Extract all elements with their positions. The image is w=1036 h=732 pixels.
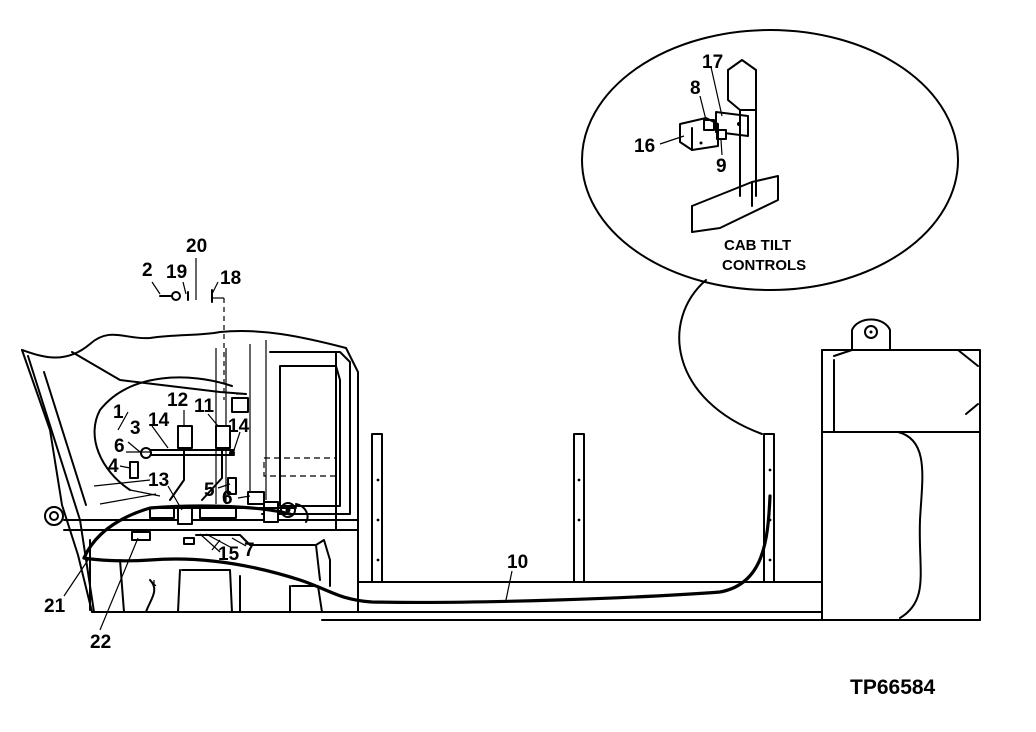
- hardware-group: [151, 258, 225, 400]
- callout-18: 18: [220, 268, 241, 289]
- callout-3: 3: [130, 418, 141, 439]
- detail-cab-tilt-control-assembly: [679, 59, 779, 233]
- callout-14a: 14: [148, 410, 170, 431]
- callout-labels: 1 2 3 4 5 6 6 7 8 9 10 11 12 13 14 14 15…: [44, 52, 727, 653]
- callout-leaders: [63, 410, 513, 631]
- harness-10: [82, 494, 772, 604]
- callout-11: 11: [194, 396, 215, 417]
- callout-2: 2: [142, 260, 153, 281]
- callout-6b: 6: [222, 488, 233, 509]
- callout-10: 10: [507, 552, 528, 573]
- callout-9: 9: [716, 156, 727, 177]
- callout-8: 8: [690, 78, 701, 99]
- callout-13: 13: [148, 470, 169, 491]
- callout-20: 20: [186, 236, 207, 257]
- cab-structure: [21, 329, 359, 613]
- callout-16: 16: [634, 136, 655, 157]
- figure-id: TP66584: [850, 676, 936, 699]
- callout-17: 17: [702, 52, 723, 73]
- detail-caption-line2: CONTROLS: [722, 257, 806, 274]
- detail-bubble: [581, 29, 959, 435]
- callout-6a: 6: [114, 436, 125, 457]
- callout-15: 15: [218, 544, 240, 565]
- callout-4: 4: [108, 456, 119, 477]
- callout-22: 22: [90, 632, 111, 653]
- callout-7: 7: [244, 540, 255, 561]
- callout-14b: 14: [228, 416, 250, 437]
- detail-caption-line1: CAB TILT: [724, 237, 791, 254]
- callout-12: 12: [167, 390, 188, 411]
- right-block: [821, 318, 981, 621]
- callout-19: 19: [166, 262, 187, 283]
- callout-21: 21: [44, 596, 66, 617]
- callout-5: 5: [204, 480, 215, 501]
- chassis-frame: [321, 433, 981, 621]
- callout-1: 1: [113, 402, 124, 423]
- detail-leaders: [659, 66, 723, 156]
